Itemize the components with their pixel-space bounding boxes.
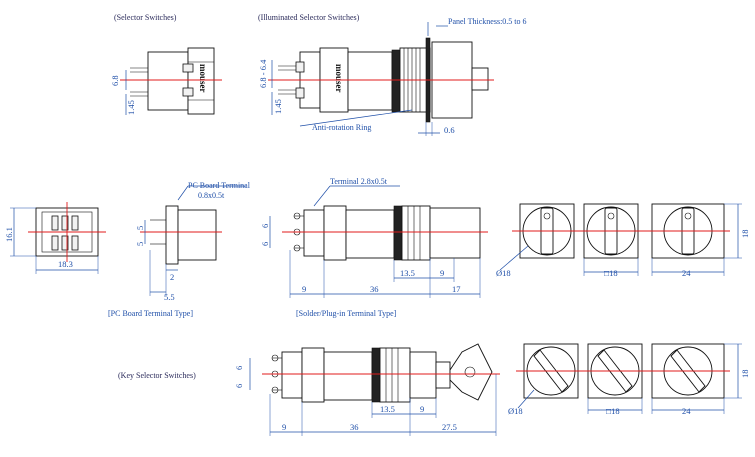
- dim-1-45-selector: 1.45: [126, 100, 136, 115]
- caption-terminal-size: Terminal 2.8x0.5t: [330, 177, 388, 186]
- caption-selector-switches: (Selector Switches): [114, 13, 177, 22]
- caption-key-selector: (Key Selector Switches): [118, 371, 196, 380]
- dim-18-3: 18.3: [58, 259, 73, 269]
- dim-9-key-lower: 9: [282, 422, 286, 432]
- dim-phi18-key: Ø18: [508, 406, 523, 416]
- dim-5-5: 5.5: [164, 292, 175, 302]
- dim-9-key-upper: 9: [420, 404, 424, 414]
- caption-anti-rotation-ring: Anti-rotation Ring: [312, 123, 371, 132]
- dim-1-45-illuminated: 1.45: [273, 99, 283, 114]
- dim-0-6: 0.6: [444, 125, 455, 135]
- dim-2: 2: [170, 272, 174, 282]
- dim-5-upper: 5: [135, 226, 145, 230]
- selector-switch-side-view: [130, 47, 215, 115]
- dim-6-lower-solder: 6: [260, 242, 270, 246]
- caption-panel-thickness: Panel Thickness:0.5 to 6: [448, 17, 527, 26]
- dim-9-solder-lower: 9: [302, 284, 306, 294]
- caption-pc-board-terminal-size: 0.8x0.5t: [198, 191, 225, 200]
- dim-17: 17: [452, 284, 461, 294]
- caption-pc-board-terminal: PC Board Terminal: [188, 181, 251, 190]
- pc-board-terminal-view: [150, 205, 217, 265]
- caption-illuminated-selector: (Illuminated Selector Switches): [258, 13, 360, 22]
- dim-24-front: 24: [682, 268, 691, 278]
- dim-sq18-front: □18: [604, 268, 618, 278]
- dim-sq18-key: □18: [606, 406, 620, 416]
- dim-13-5-key: 13.5: [380, 404, 395, 414]
- dim-13-5-solder: 13.5: [400, 268, 415, 278]
- dim-24-key: 24: [682, 406, 691, 416]
- dim-6-upper-solder: 6: [260, 224, 270, 228]
- dim-18-front: 18: [740, 230, 750, 239]
- key-selector-side-view: [271, 343, 493, 403]
- dim-6-lower-key: 6: [234, 384, 244, 388]
- dim-5-lower: 5: [135, 242, 145, 246]
- dim-6-8-selector: 6.8: [110, 75, 120, 86]
- dim-phi18-front: Ø18: [496, 268, 511, 278]
- dim-18-key: 18: [740, 370, 750, 379]
- dim-36-solder: 36: [370, 284, 379, 294]
- caption-pc-board-terminal-type: [PC Board Terminal Type]: [108, 309, 193, 318]
- caption-solder-terminal-type: [Solder/Plug-in Terminal Type]: [296, 309, 397, 318]
- brand-label-2: mouser: [334, 64, 344, 93]
- dim-36-key: 36: [350, 422, 359, 432]
- solder-terminal-side-view: [293, 205, 481, 261]
- brand-label-1: mouser: [198, 64, 208, 93]
- dim-6-8-6-4: 6.8 - 6.4: [258, 59, 268, 88]
- dim-16-1: 16.1: [4, 227, 14, 242]
- dim-9-solder-upper: 9: [440, 268, 444, 278]
- dim-6-upper-key: 6: [234, 366, 244, 370]
- dim-27-5: 27.5: [442, 422, 457, 432]
